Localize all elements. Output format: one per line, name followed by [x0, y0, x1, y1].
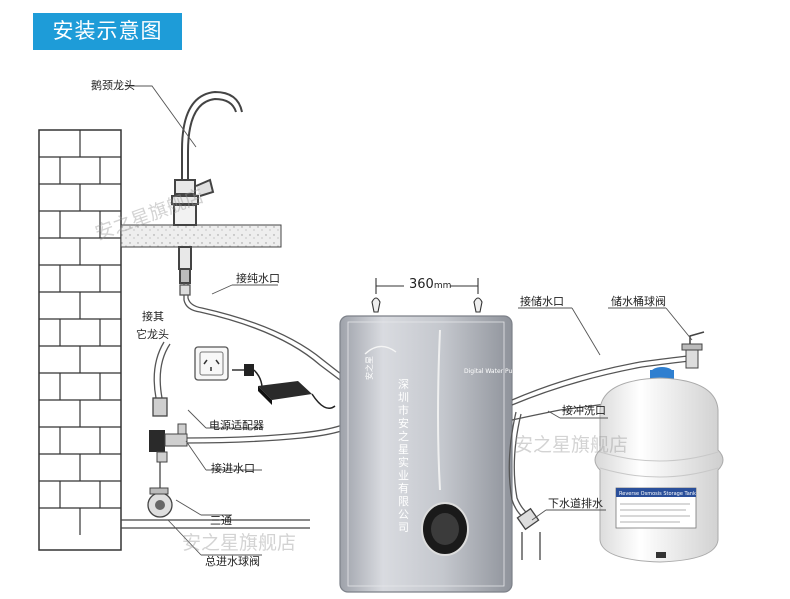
dimension-label: 360mm: [409, 278, 451, 293]
tank-label-title: Reverse Osmosis Storage Tank: [619, 491, 696, 497]
unit-logo: 安之星: [364, 356, 374, 380]
label-pure-water-port: 接纯水口: [236, 272, 280, 285]
wall-socket: [194, 346, 229, 381]
label-main-inlet-valve: 总进水球阀: [205, 555, 260, 568]
leader-lines: [125, 85, 693, 556]
label-inlet-port: 接进水口: [211, 462, 255, 475]
label-power-adapter: 电源适配器: [209, 419, 264, 432]
label-flush-port: 接冲洗口: [562, 404, 606, 417]
drain-tube: [508, 411, 541, 560]
flush-tube: [511, 403, 607, 421]
watermark: 安之星旗舰店: [182, 532, 297, 554]
dimension-value: 360: [409, 277, 434, 292]
label-tank-ball-valve: 储水桶球阀: [611, 295, 666, 308]
label-gooseneck-faucet: 鹅颈龙头: [91, 79, 135, 92]
dimension-marker: [371, 278, 483, 313]
label-tee: 三通: [210, 514, 232, 527]
unit-brand: Digital Water Purifier: [464, 368, 527, 375]
other-faucet-hose: [152, 341, 171, 417]
page-title: 安装示意图: [33, 13, 182, 50]
pure-water-tube: [179, 283, 363, 396]
power-adapter: [232, 364, 336, 409]
watermark: 安之星旗舰店: [514, 434, 629, 456]
gooseneck-faucet: [171, 90, 243, 284]
brick-wall: [38, 129, 122, 551]
main-inlet-pipe: [121, 462, 310, 529]
dimension-unit: mm: [433, 281, 452, 291]
tank-ball-valve: [681, 331, 705, 369]
countertop: [120, 224, 282, 248]
label-storage-port: 接储水口: [520, 295, 564, 308]
purifier-unit: [339, 315, 513, 593]
unit-vertical-text: 深圳市安之星实业有限公司: [398, 378, 409, 534]
storage-tube: [511, 355, 691, 406]
tee-valve: [149, 423, 188, 463]
storage-tank: [594, 367, 724, 563]
label-other-faucet-line2: 它龙头: [136, 328, 169, 341]
label-other-faucet-line1: 接其: [142, 310, 164, 323]
label-drain-port: 下水道排水: [548, 497, 603, 510]
inlet-tube: [185, 423, 348, 444]
